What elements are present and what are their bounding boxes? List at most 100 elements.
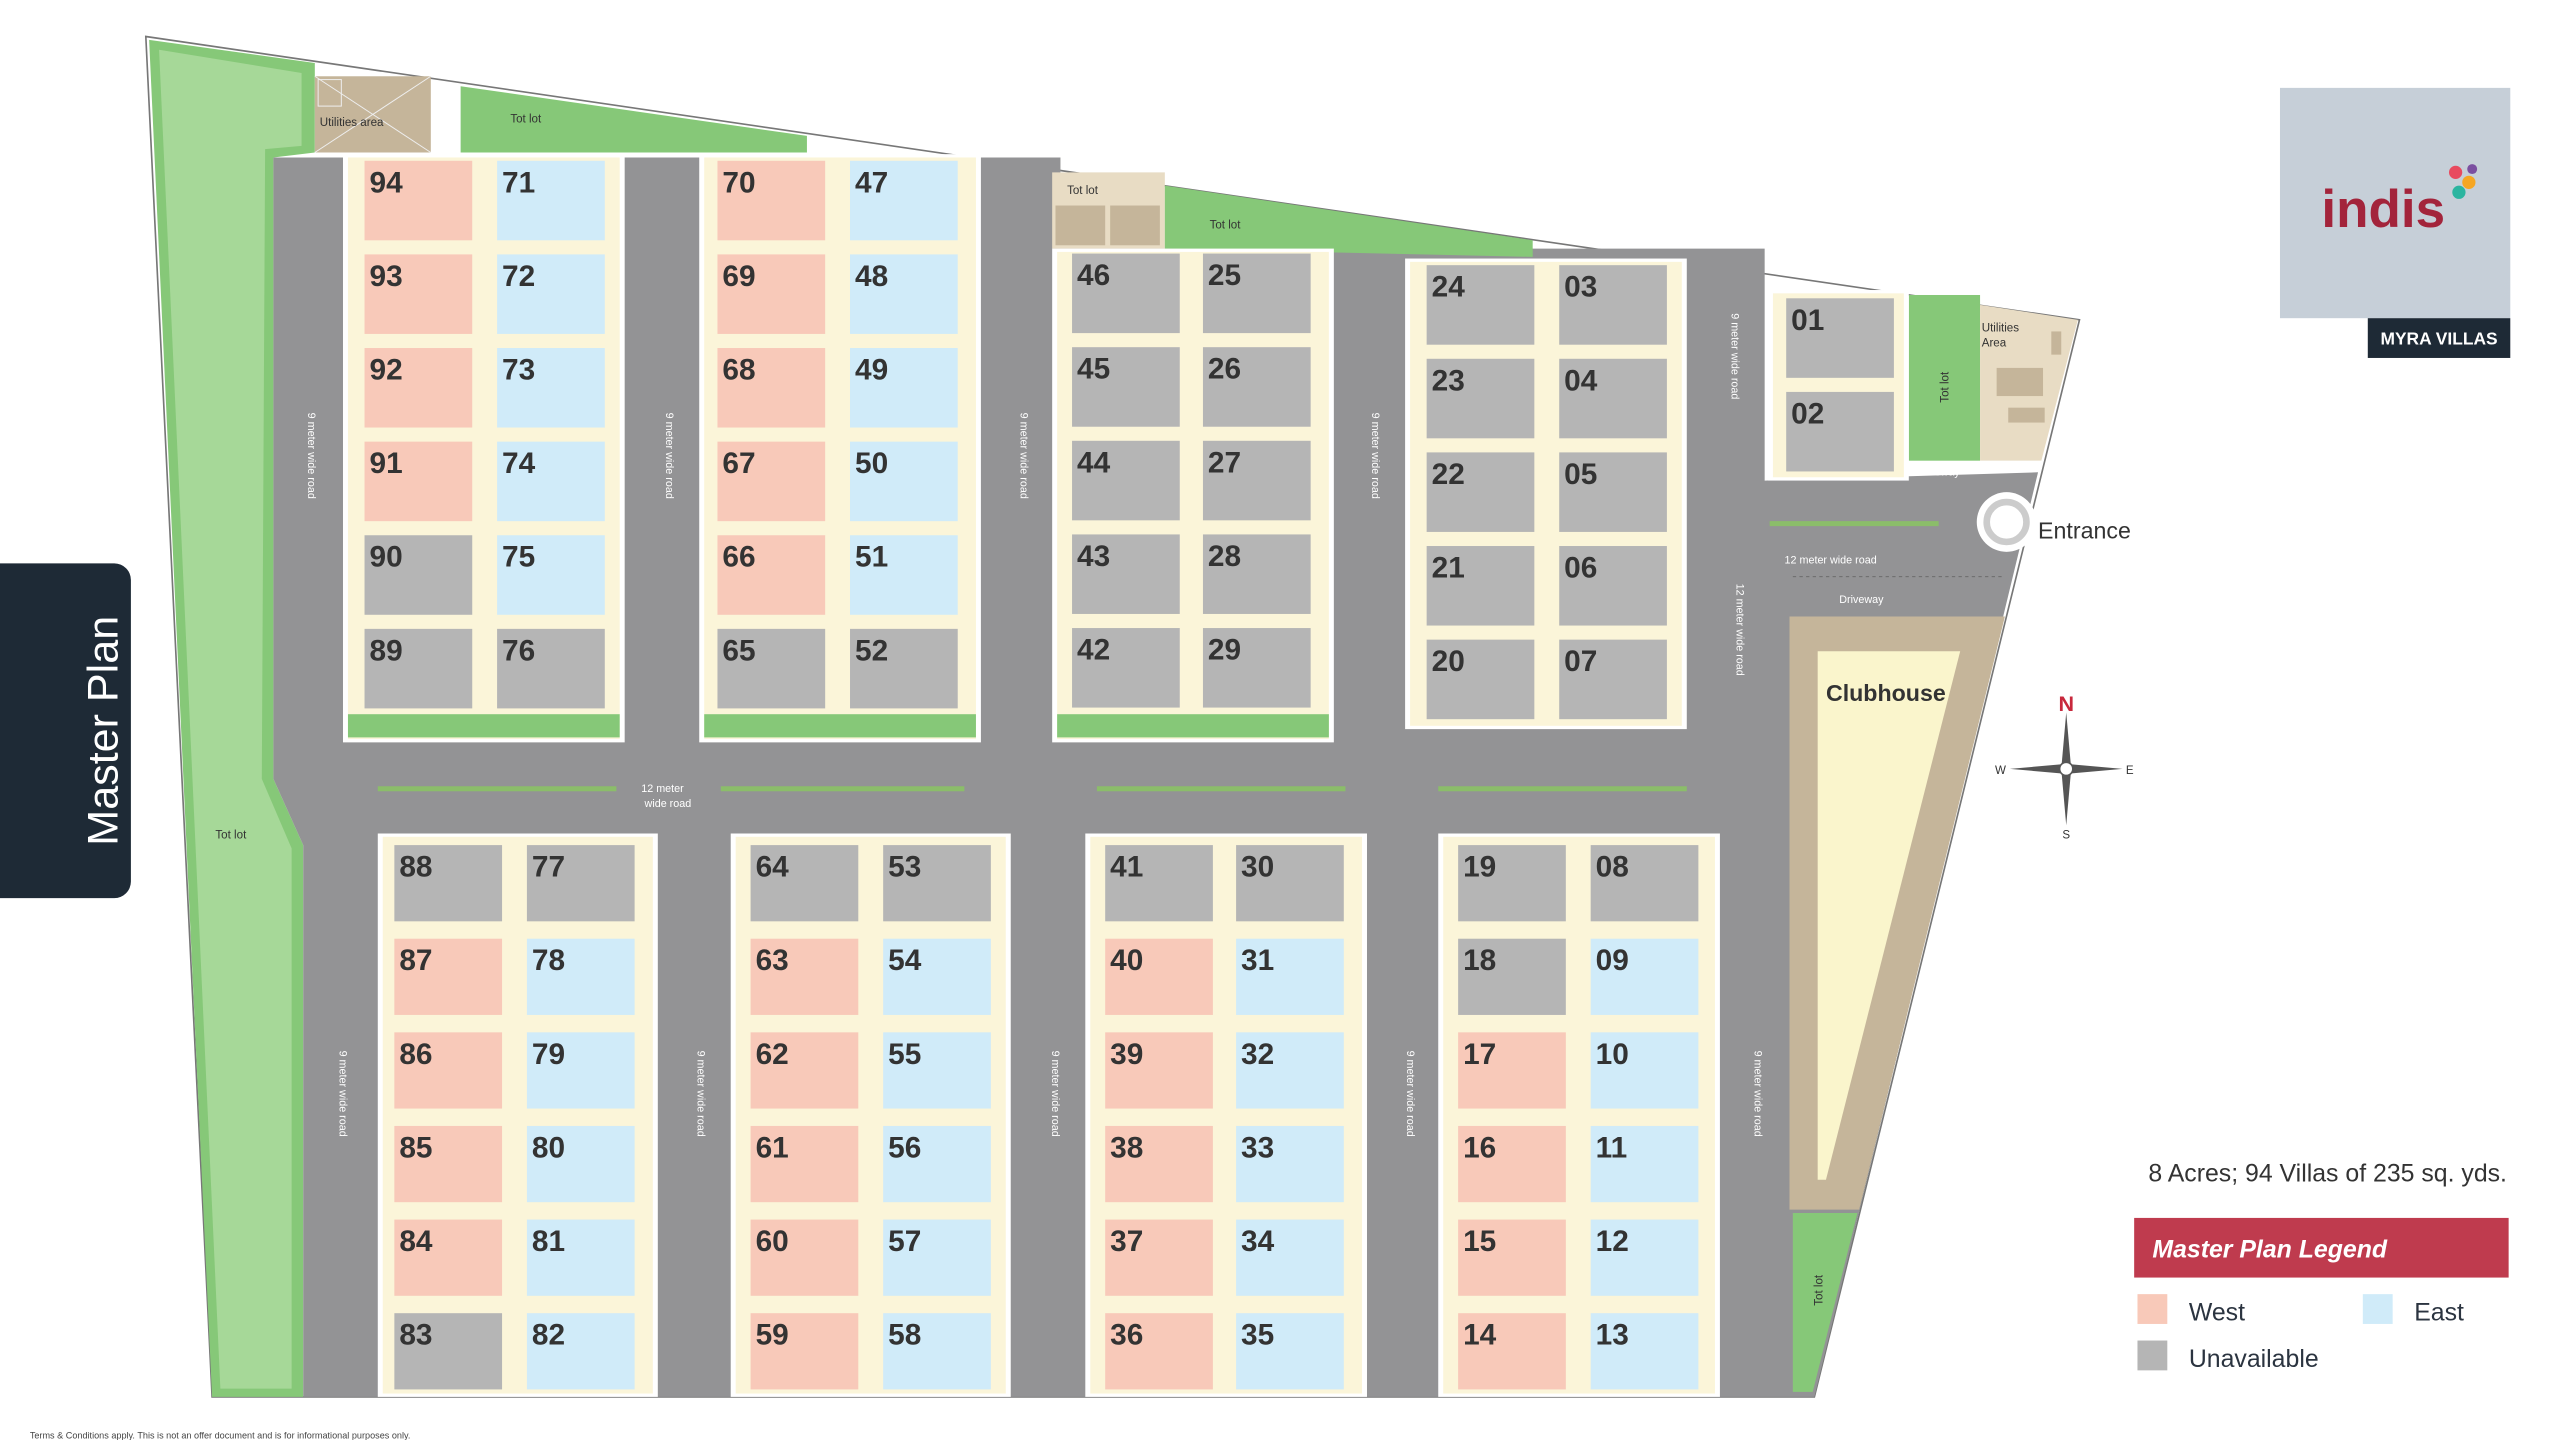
villa-plot-69[interactable]: 69 — [717, 254, 826, 334]
villa-plot-20[interactable]: 20 — [1426, 639, 1535, 720]
villa-plot-30[interactable]: 30 — [1236, 845, 1344, 922]
villa-plot-65[interactable]: 65 — [717, 628, 826, 709]
villa-plot-82[interactable]: 82 — [526, 1313, 635, 1390]
plot-shape — [526, 1313, 635, 1390]
villa-plot-58[interactable]: 58 — [883, 1313, 991, 1390]
villa-plot-01[interactable]: 01 — [1786, 298, 1894, 378]
villa-plot-42[interactable]: 42 — [1072, 628, 1180, 708]
villa-plot-87[interactable]: 87 — [394, 938, 503, 1015]
villa-plot-32[interactable]: 32 — [1236, 1032, 1344, 1109]
villa-plot-34[interactable]: 34 — [1236, 1219, 1344, 1296]
villa-plot-85[interactable]: 85 — [394, 1125, 503, 1203]
villa-plot-50[interactable]: 50 — [850, 441, 958, 522]
villa-plot-66[interactable]: 66 — [717, 535, 826, 615]
villa-plot-56[interactable]: 56 — [883, 1125, 991, 1203]
villa-plot-63[interactable]: 63 — [750, 938, 859, 1015]
villa-plot-70[interactable]: 70 — [717, 160, 826, 241]
villa-plot-74[interactable]: 74 — [497, 441, 605, 522]
villa-plot-13[interactable]: 13 — [1590, 1313, 1699, 1390]
villa-plot-03[interactable]: 03 — [1559, 265, 1667, 345]
villa-plot-94[interactable]: 94 — [364, 160, 473, 241]
villa-plot-43[interactable]: 43 — [1072, 534, 1180, 614]
villa-plot-59[interactable]: 59 — [750, 1313, 859, 1390]
villa-plot-35[interactable]: 35 — [1236, 1313, 1344, 1390]
villa-plot-86[interactable]: 86 — [394, 1032, 503, 1109]
villa-plot-90[interactable]: 90 — [364, 535, 473, 615]
villa-plot-38[interactable]: 38 — [1105, 1125, 1213, 1203]
villa-plot-61[interactable]: 61 — [750, 1125, 859, 1203]
villa-plot-46[interactable]: 46 — [1072, 253, 1180, 334]
villa-plot-17[interactable]: 17 — [1458, 1032, 1566, 1109]
villa-plot-83[interactable]: 83 — [394, 1313, 503, 1390]
villa-plot-54[interactable]: 54 — [883, 938, 991, 1015]
villa-plot-80[interactable]: 80 — [526, 1125, 635, 1203]
villa-plot-22[interactable]: 22 — [1426, 452, 1535, 532]
villa-plot-15[interactable]: 15 — [1458, 1219, 1566, 1296]
villa-plot-62[interactable]: 62 — [750, 1032, 859, 1109]
villa-plot-89[interactable]: 89 — [364, 628, 473, 709]
villa-plot-72[interactable]: 72 — [497, 254, 605, 334]
villa-plot-40[interactable]: 40 — [1105, 938, 1213, 1015]
villa-plot-67[interactable]: 67 — [717, 441, 826, 522]
villa-plot-25[interactable]: 25 — [1202, 253, 1311, 334]
villa-plot-91[interactable]: 91 — [364, 441, 473, 522]
villa-plot-49[interactable]: 49 — [850, 348, 958, 428]
villa-plot-37[interactable]: 37 — [1105, 1219, 1213, 1296]
villa-plot-07[interactable]: 07 — [1559, 639, 1667, 720]
villa-plot-51[interactable]: 51 — [850, 535, 958, 615]
villa-plot-29[interactable]: 29 — [1202, 628, 1311, 708]
master-plan-tab[interactable]: Master Plan — [0, 563, 131, 899]
villa-plot-79[interactable]: 79 — [526, 1032, 635, 1109]
villa-block: 24 23 22 21 20 03 04 05 06 07 — [1405, 258, 1687, 730]
villa-plot-92[interactable]: 92 — [364, 348, 473, 428]
villa-plot-64[interactable]: 64 — [750, 845, 859, 922]
villa-plot-18[interactable]: 18 — [1458, 938, 1566, 1015]
villa-plot-27[interactable]: 27 — [1202, 440, 1311, 521]
villa-plot-28[interactable]: 28 — [1202, 534, 1311, 614]
villa-plot-60[interactable]: 60 — [750, 1219, 859, 1296]
villa-plot-11[interactable]: 11 — [1590, 1125, 1699, 1203]
villa-plot-76[interactable]: 76 — [497, 628, 605, 709]
villa-plot-16[interactable]: 16 — [1458, 1125, 1566, 1203]
villa-plot-39[interactable]: 39 — [1105, 1032, 1213, 1109]
villa-plot-48[interactable]: 48 — [850, 254, 958, 334]
villa-plot-19[interactable]: 19 — [1458, 845, 1566, 922]
villa-plot-24[interactable]: 24 — [1426, 265, 1535, 345]
villa-plot-31[interactable]: 31 — [1236, 938, 1344, 1015]
villa-plot-77[interactable]: 77 — [526, 845, 635, 922]
villa-plot-52[interactable]: 52 — [850, 628, 958, 709]
villa-plot-06[interactable]: 06 — [1559, 546, 1667, 626]
villa-plot-44[interactable]: 44 — [1072, 440, 1180, 521]
villa-plot-36[interactable]: 36 — [1105, 1313, 1213, 1390]
villa-plot-10[interactable]: 10 — [1590, 1032, 1699, 1109]
villa-plot-68[interactable]: 68 — [717, 348, 826, 428]
villa-plot-02[interactable]: 02 — [1786, 391, 1894, 472]
villa-plot-78[interactable]: 78 — [526, 938, 635, 1015]
villa-plot-09[interactable]: 09 — [1590, 938, 1699, 1015]
villa-plot-23[interactable]: 23 — [1426, 358, 1535, 439]
villa-plot-21[interactable]: 21 — [1426, 546, 1535, 626]
villa-plot-08[interactable]: 08 — [1590, 845, 1699, 922]
villa-plot-41[interactable]: 41 — [1105, 845, 1213, 922]
villa-plot-45[interactable]: 45 — [1072, 347, 1180, 427]
villa-plot-14[interactable]: 14 — [1458, 1313, 1566, 1390]
plot-number: 79 — [532, 1038, 565, 1071]
villa-plot-73[interactable]: 73 — [497, 348, 605, 428]
villa-plot-57[interactable]: 57 — [883, 1219, 991, 1296]
villa-plot-05[interactable]: 05 — [1559, 452, 1667, 532]
villa-plot-81[interactable]: 81 — [526, 1219, 635, 1296]
villa-plot-88[interactable]: 88 — [394, 845, 503, 922]
villa-plot-84[interactable]: 84 — [394, 1219, 503, 1296]
villa-plot-71[interactable]: 71 — [497, 160, 605, 241]
plot-shape — [850, 441, 958, 522]
villa-plot-55[interactable]: 55 — [883, 1032, 991, 1109]
villa-plot-12[interactable]: 12 — [1590, 1219, 1699, 1296]
villa-plot-93[interactable]: 93 — [364, 254, 473, 334]
villa-plot-33[interactable]: 33 — [1236, 1125, 1344, 1203]
villa-plot-53[interactable]: 53 — [883, 845, 991, 922]
villa-plot-75[interactable]: 75 — [497, 535, 605, 615]
villa-plot-04[interactable]: 04 — [1559, 358, 1667, 439]
villa-plot-26[interactable]: 26 — [1202, 347, 1311, 427]
villa-plot-47[interactable]: 47 — [850, 160, 958, 241]
plot-shape — [526, 1219, 635, 1296]
